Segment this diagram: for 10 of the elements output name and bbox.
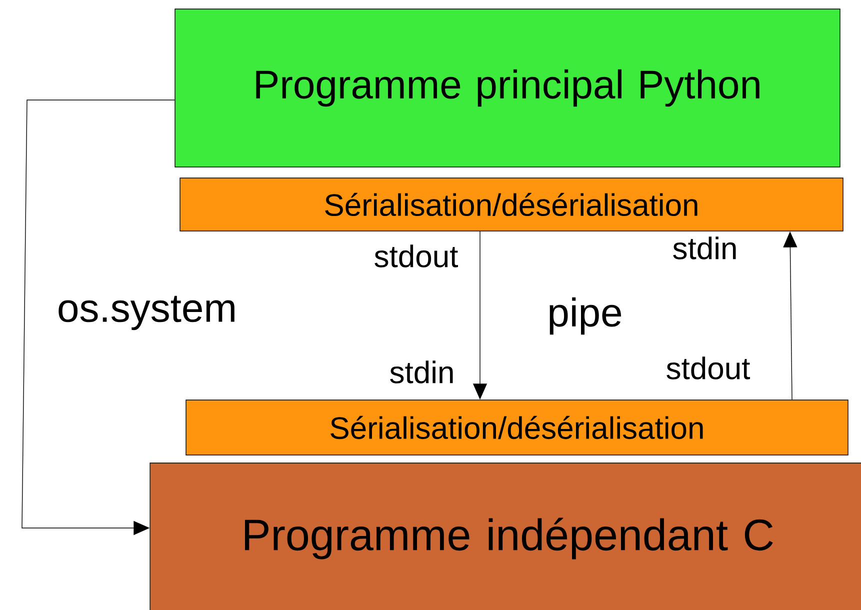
stream-label: stdin (673, 236, 736, 260)
stream-label: stdout (666, 356, 750, 380)
program-box: Sérialisation/désérialisation (186, 400, 848, 456)
edge-label: os.system (56, 294, 238, 332)
stream-label: stdin (390, 360, 453, 384)
stream-label: pipe (550, 297, 622, 335)
stream-label: stdout (374, 244, 458, 268)
program-box: Programme indépendant C (150, 462, 861, 610)
program-box: Sérialisation/désérialisation (180, 178, 844, 232)
program-box: Programme principal Python (174, 8, 840, 168)
